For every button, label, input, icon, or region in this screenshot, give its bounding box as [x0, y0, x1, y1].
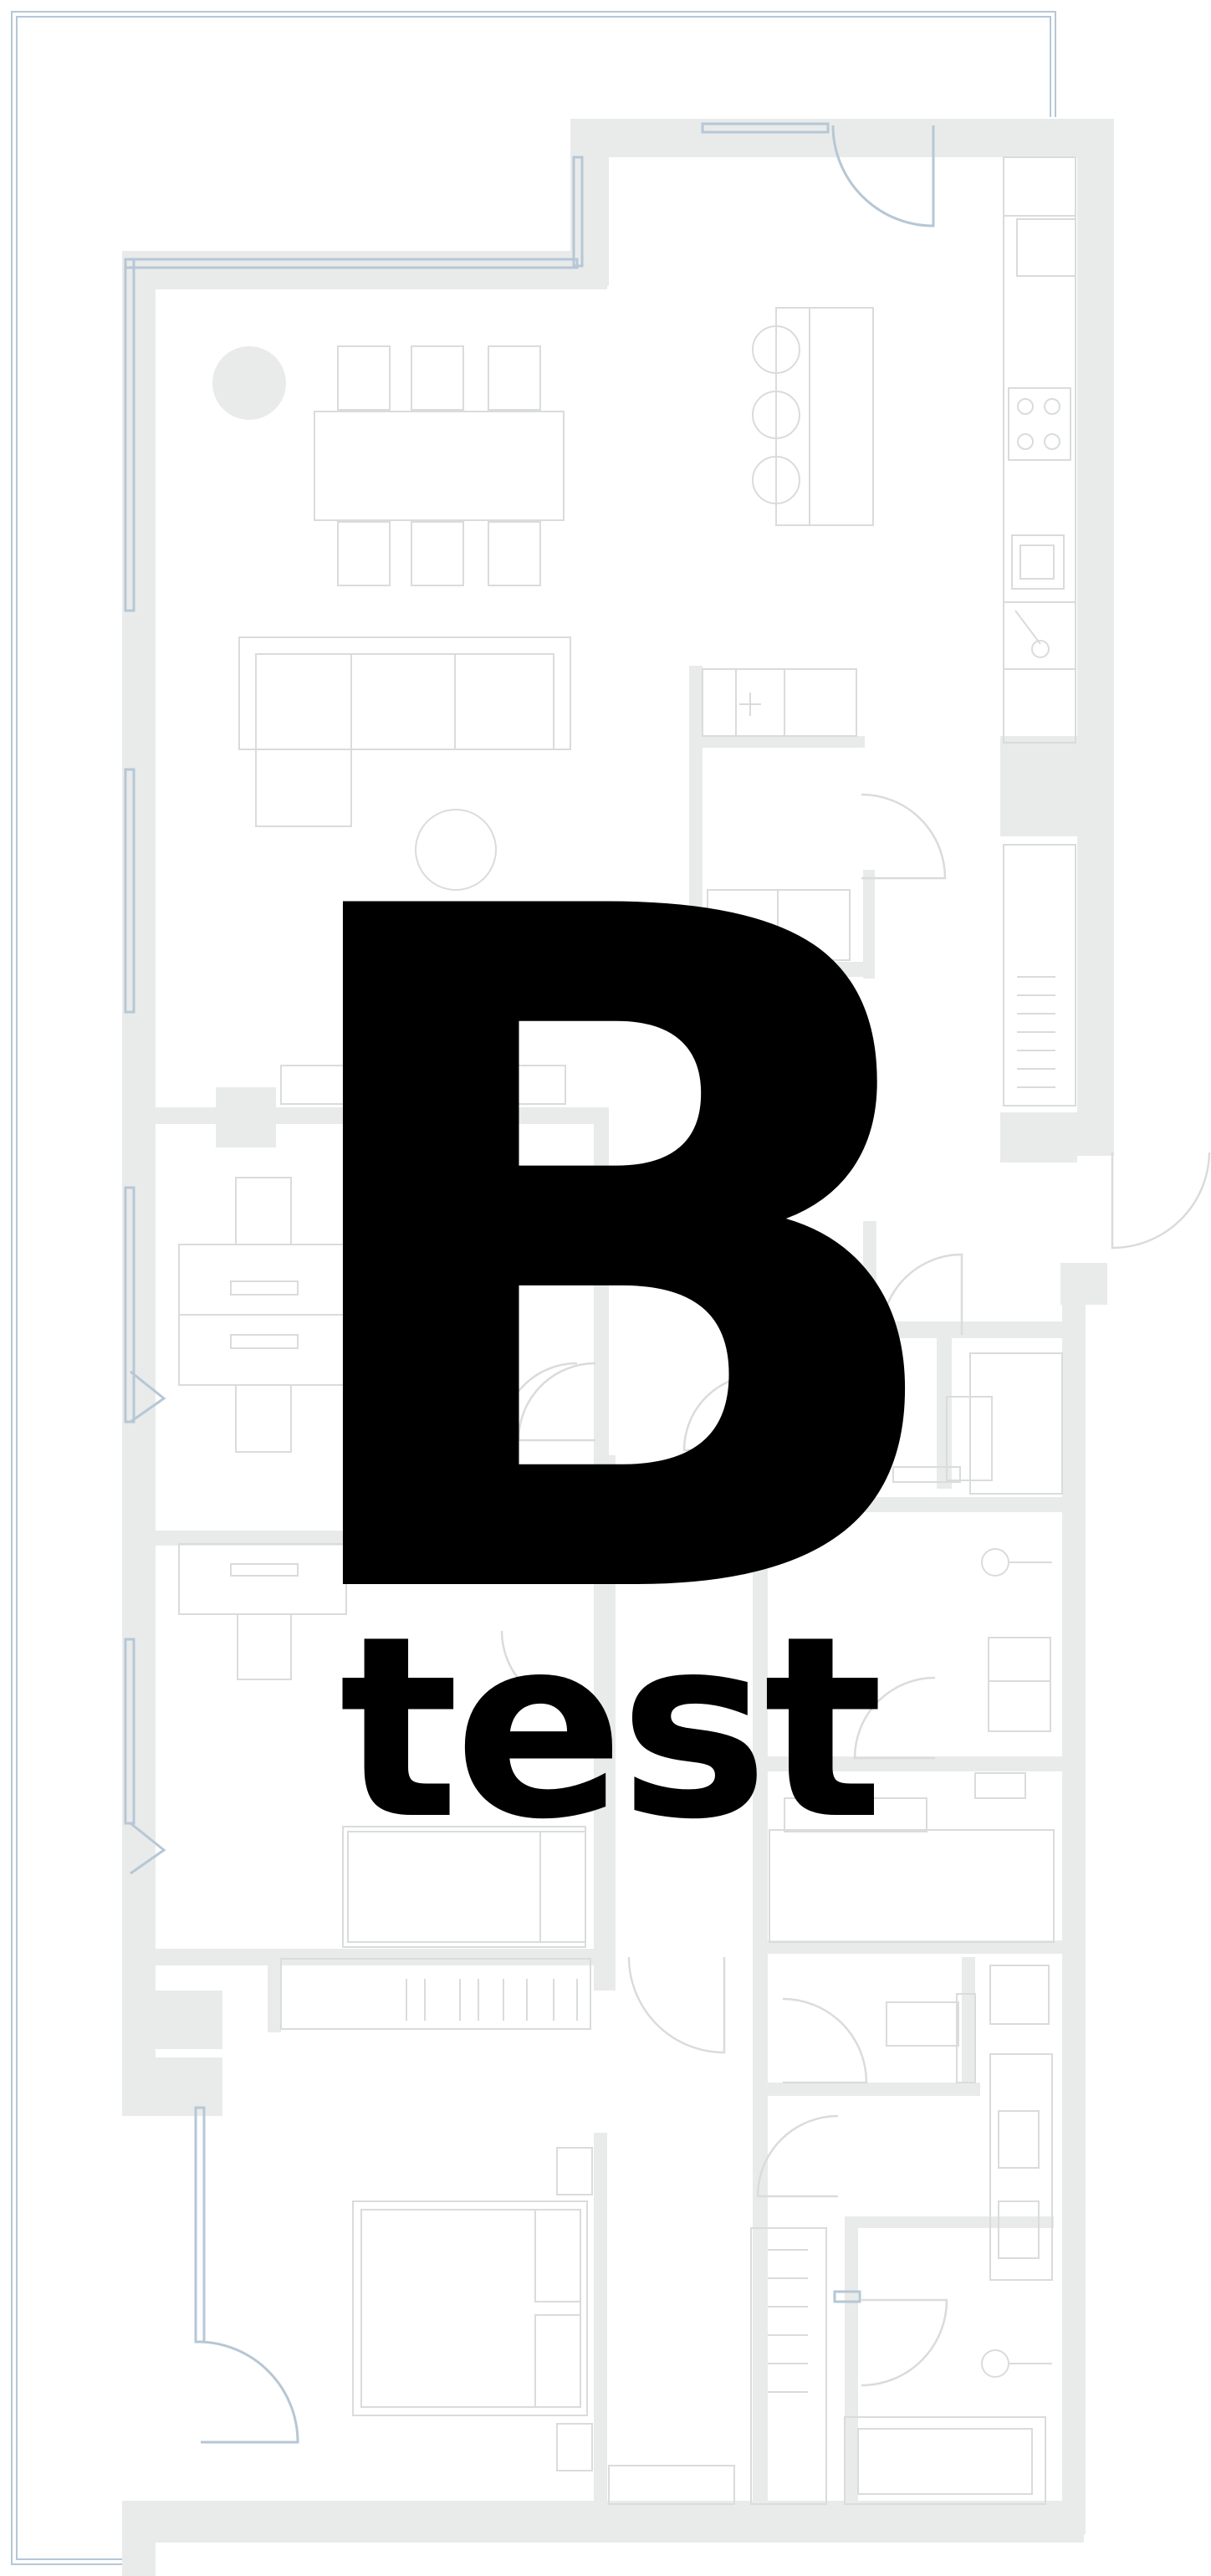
- furniture: [178, 156, 1076, 2505]
- walls: [122, 119, 1114, 2576]
- interior-doors: [500, 793, 1211, 2387]
- windows: [124, 122, 861, 2343]
- doors: [130, 125, 935, 2444]
- site-boundary: [11, 11, 1056, 2565]
- overlay-letter: B: [257, 715, 971, 1806]
- overlay-word: test: [340, 1582, 881, 1874]
